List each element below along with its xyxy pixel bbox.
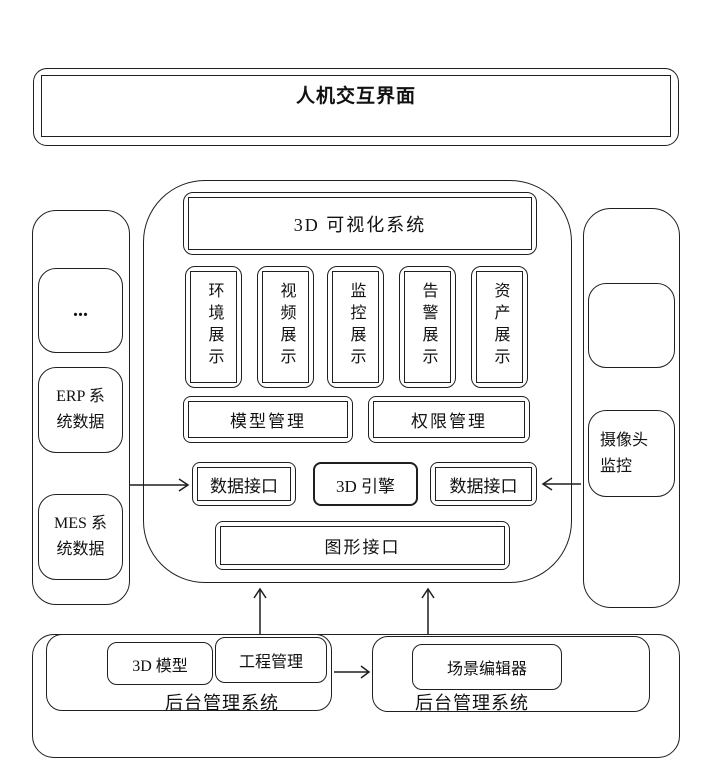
model-3d-box: 3D 模型 <box>107 642 213 685</box>
display-label-video: 视频展示 <box>277 282 295 370</box>
camera-monitor-box: 摄像头 监控 <box>588 410 675 497</box>
erp-data-line2: 统数据 <box>56 414 105 431</box>
model-3d-label: 3D 模型 <box>132 657 188 675</box>
erp-data-box: ERP 系 统数据 <box>38 367 123 453</box>
other-source-box: ... <box>38 268 123 353</box>
camera-empty-box <box>588 283 675 368</box>
model-management-label: 模型管理 <box>230 412 306 431</box>
display-box-alarm: 告警展示 <box>399 266 456 388</box>
viz-title: 3D 可视化系统 <box>293 214 427 235</box>
backend-right-label: 后台管理系统 <box>415 693 529 713</box>
display-label-monitor: 监控展示 <box>347 282 365 370</box>
viz-title-box-inner: 3D 可视化系统 <box>188 197 532 250</box>
data-interface-right-label: 数据接口 <box>449 476 518 496</box>
graphics-interface-label: 图形接口 <box>324 538 401 557</box>
display-box-video: 视频展示 <box>257 266 314 388</box>
other-source-label: ... <box>73 299 88 321</box>
scene-editor-box: 场景编辑器 <box>412 644 562 690</box>
mes-data-line2: 统数据 <box>56 541 105 558</box>
display-label-environment: 环境展示 <box>205 282 223 370</box>
display-box-monitor: 监控展示 <box>327 266 384 388</box>
display-label-alarm: 告警展示 <box>419 282 437 370</box>
project-management-label: 工程管理 <box>238 654 303 671</box>
data-interface-left-label: 数据接口 <box>210 476 278 496</box>
scene-editor-label: 场景编辑器 <box>446 661 527 678</box>
camera-monitor-line2: 监控 <box>600 457 633 475</box>
engine-label: 3D 引擎 <box>335 476 396 496</box>
hmi-panel-inner <box>41 75 671 137</box>
permission-management-box: 权限管理 <box>368 396 530 443</box>
erp-data-line1: ERP 系 <box>56 388 105 405</box>
hmi-panel <box>33 68 679 146</box>
backend-left-label: 后台管理系统 <box>165 693 279 713</box>
data-interface-right-box: 数据接口 <box>430 462 537 506</box>
data-interface-left-box: 数据接口 <box>192 462 296 506</box>
display-label-asset: 资产展示 <box>491 282 509 370</box>
project-management-box: 工程管理 <box>215 637 327 683</box>
hmi-title: 人机交互界面 <box>295 86 416 107</box>
arrow-left-group-to-right-group <box>334 665 371 679</box>
display-box-environment: 环境展示 <box>185 266 242 388</box>
arrow-camera-to-data-interface <box>541 477 581 491</box>
display-box-asset: 资产展示 <box>471 266 528 388</box>
viz-title-box <box>183 192 537 255</box>
camera-panel <box>583 208 680 608</box>
model-management-box: 模型管理 <box>183 396 353 443</box>
mes-data-box: MES 系 统数据 <box>38 494 123 580</box>
mes-data-line1: MES 系 <box>54 515 107 532</box>
arrow-backend-left-up <box>253 587 267 634</box>
arrow-left-sources-to-data-interface <box>130 478 190 492</box>
camera-monitor-line1: 摄像头 <box>600 431 649 449</box>
permission-management-label: 权限管理 <box>411 412 487 431</box>
arrow-backend-right-up <box>421 587 435 634</box>
engine-box: 3D 引擎 <box>313 462 418 506</box>
graphics-interface-box: 图形接口 <box>215 521 510 570</box>
